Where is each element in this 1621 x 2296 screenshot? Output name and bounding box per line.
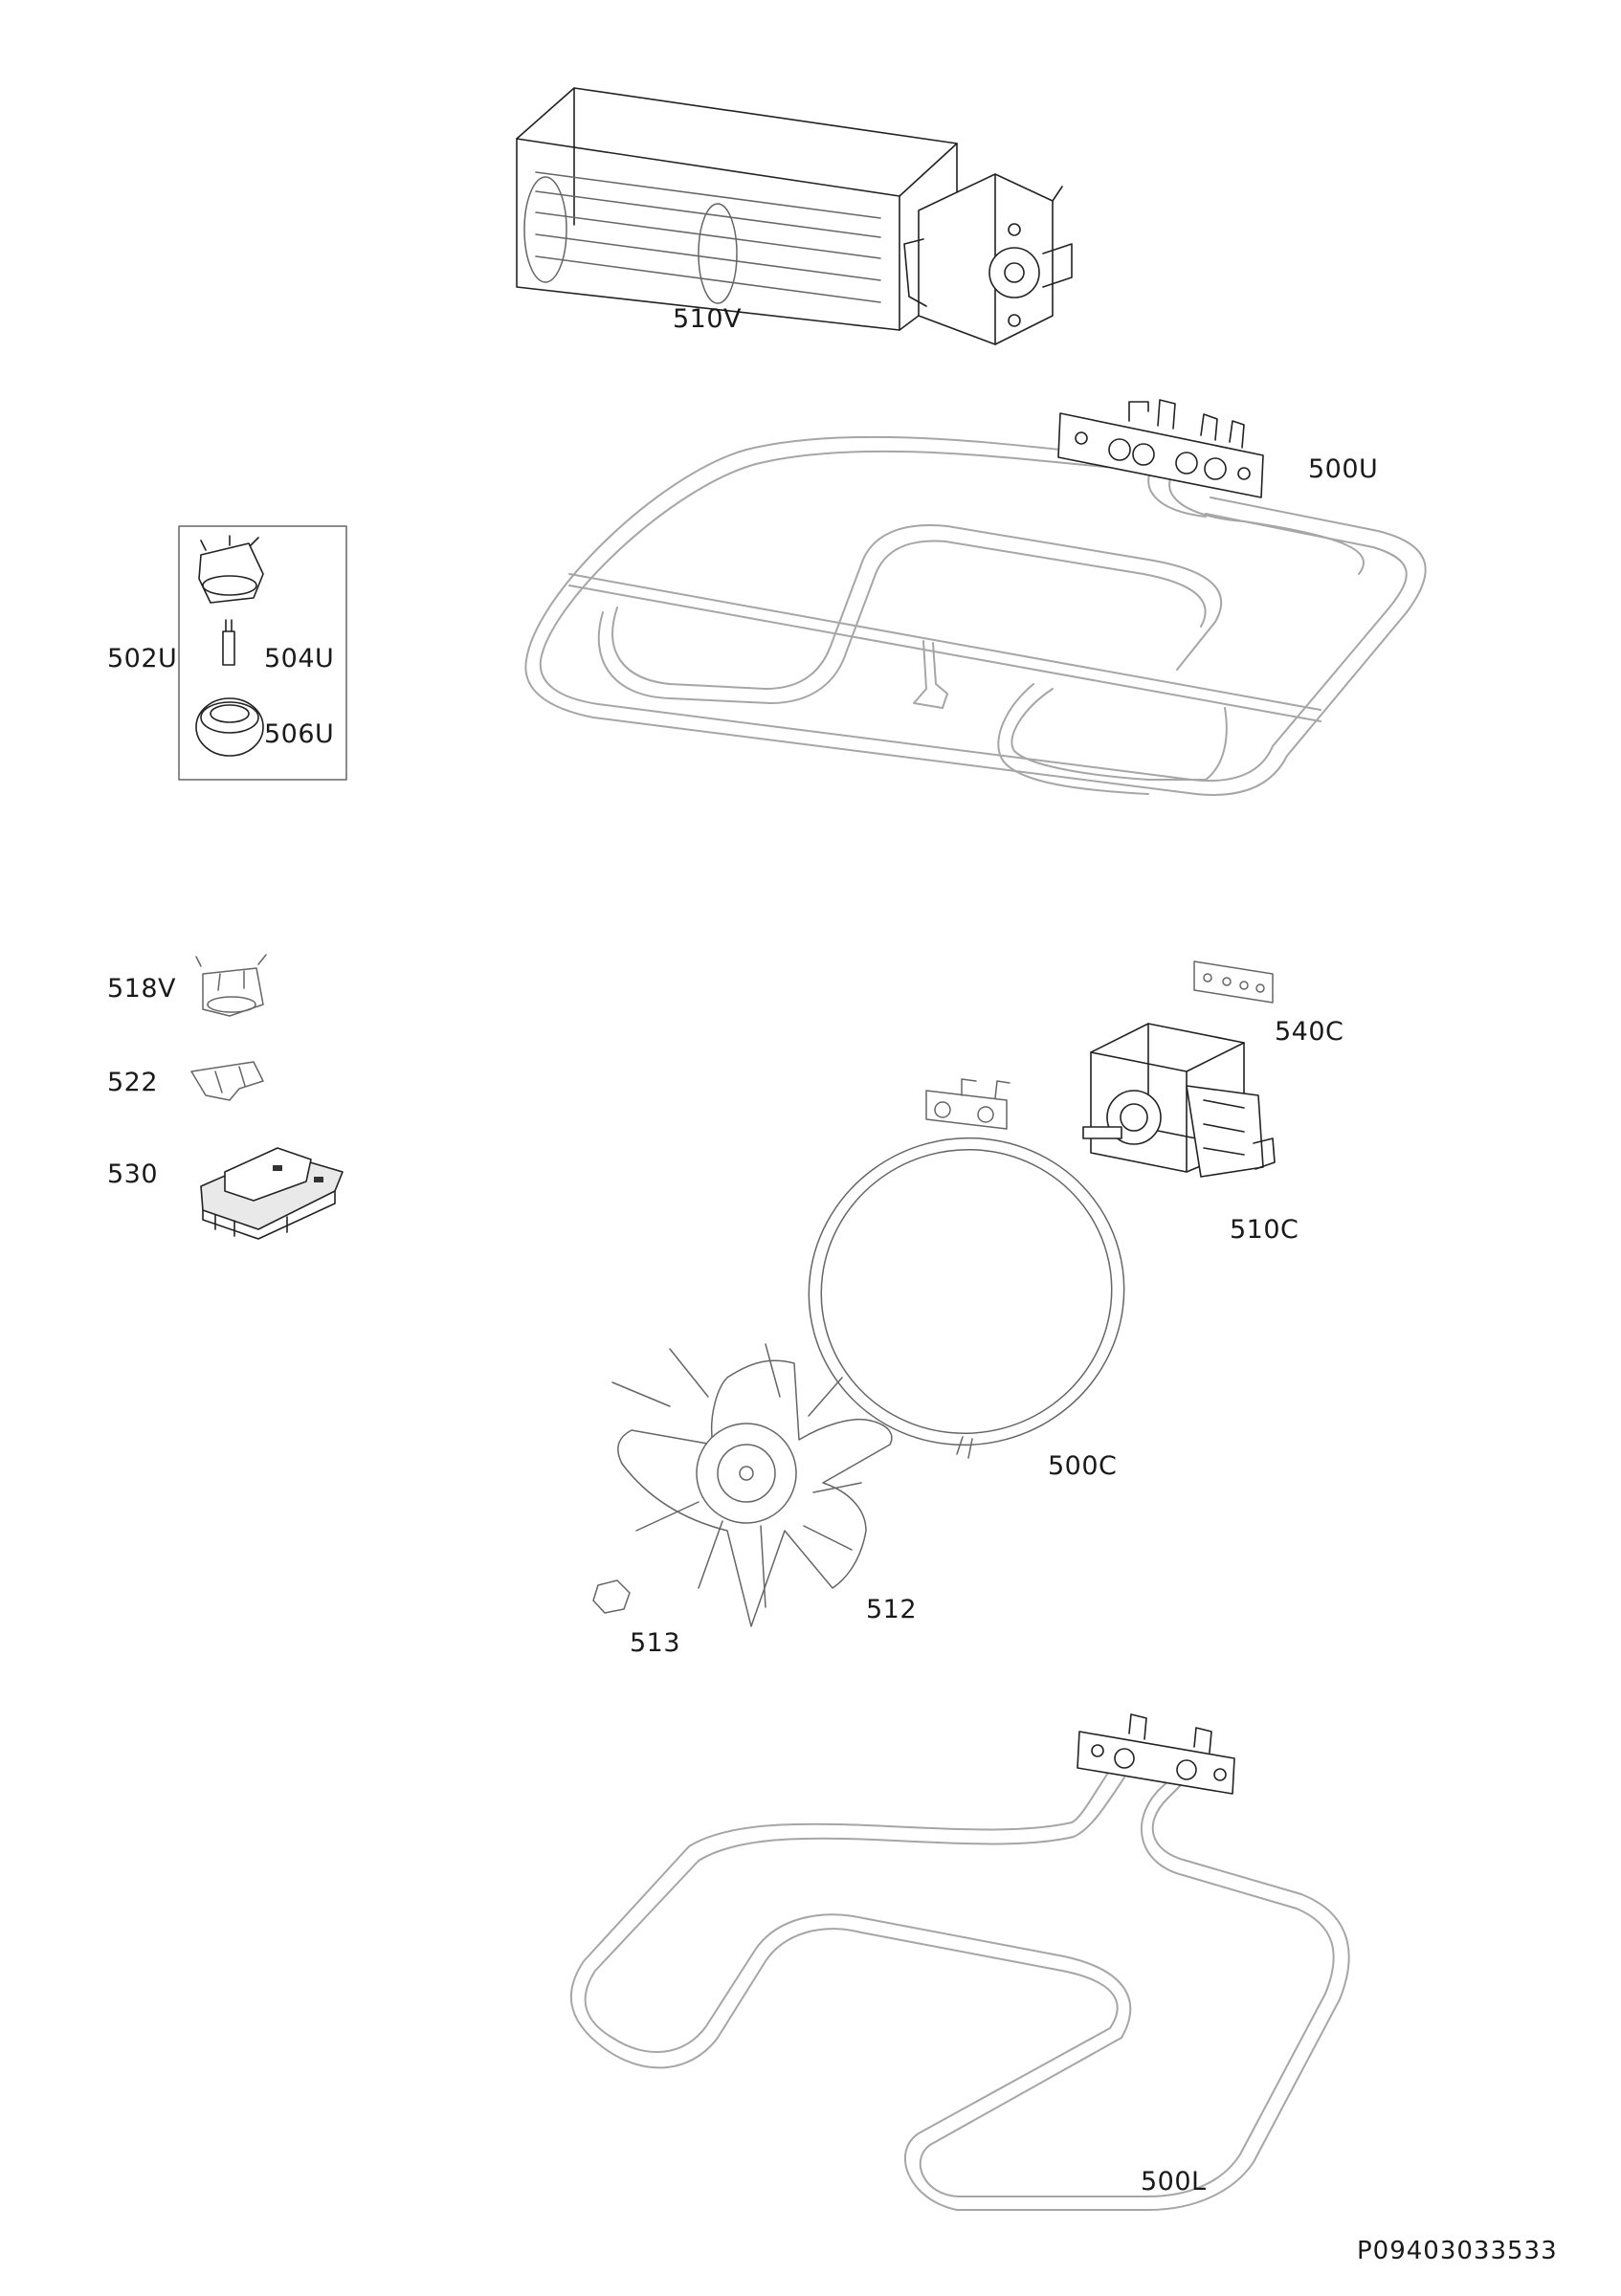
part-label-540C: 540C [1275, 1017, 1344, 1047]
part-label-500C: 500C [1048, 1451, 1118, 1481]
fan-blade-drawing [611, 1343, 893, 1627]
part-label-504U: 504U [264, 644, 335, 673]
document-code: P09403033533 [1357, 2237, 1558, 2265]
part-label-510C: 510C [1230, 1215, 1299, 1245]
part-label-510V: 510V [673, 304, 743, 334]
fan-motor-drawing [1082, 1023, 1276, 1178]
tangential-fan-drawing [516, 87, 1073, 345]
upper-heater-drawing [524, 399, 1427, 796]
nut-drawing [592, 1579, 631, 1614]
part-label-512: 512 [866, 1595, 918, 1624]
lower-heater-drawing [570, 1713, 1350, 2211]
part-label-500L: 500L [1141, 2167, 1207, 2197]
part-label-522: 522 [107, 1068, 159, 1097]
thermostat-drawing [195, 954, 267, 1017]
control-module-drawing [200, 1147, 344, 1240]
ring-heater-drawing [808, 1078, 1125, 1459]
lamp-group-drawing [178, 525, 347, 781]
part-label-518V: 518V [107, 974, 177, 1004]
part-label-506U: 506U [264, 719, 335, 749]
part-label-500U: 500U [1308, 454, 1379, 484]
part-label-530: 530 [107, 1159, 159, 1189]
gasket-plate-drawing [1193, 960, 1274, 1004]
part-label-502U: 502U [107, 644, 178, 673]
clip-drawing [190, 1061, 264, 1101]
part-label-513: 513 [630, 1628, 681, 1658]
